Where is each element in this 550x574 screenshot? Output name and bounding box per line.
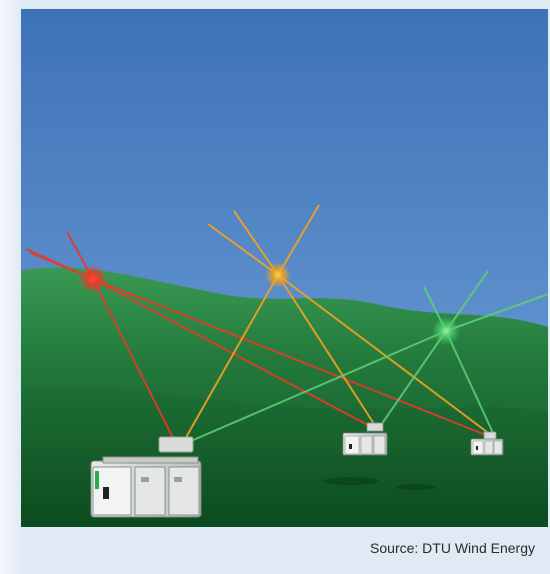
green-measurement-point <box>432 317 460 345</box>
grass-tuft <box>323 477 379 485</box>
grass-tuft <box>396 484 436 490</box>
lidar-unit-large <box>90 436 202 518</box>
windscanner-illustration <box>21 9 548 527</box>
lidar-unit-right <box>470 431 504 456</box>
red-measurement-point <box>79 265 107 293</box>
image-source-caption: Source: DTU Wind Energy <box>370 540 535 556</box>
scene-svg <box>21 9 548 527</box>
lidar-unit-middle <box>342 422 388 456</box>
orange-measurement-point <box>265 262 291 288</box>
red-laser-beams <box>25 231 492 445</box>
